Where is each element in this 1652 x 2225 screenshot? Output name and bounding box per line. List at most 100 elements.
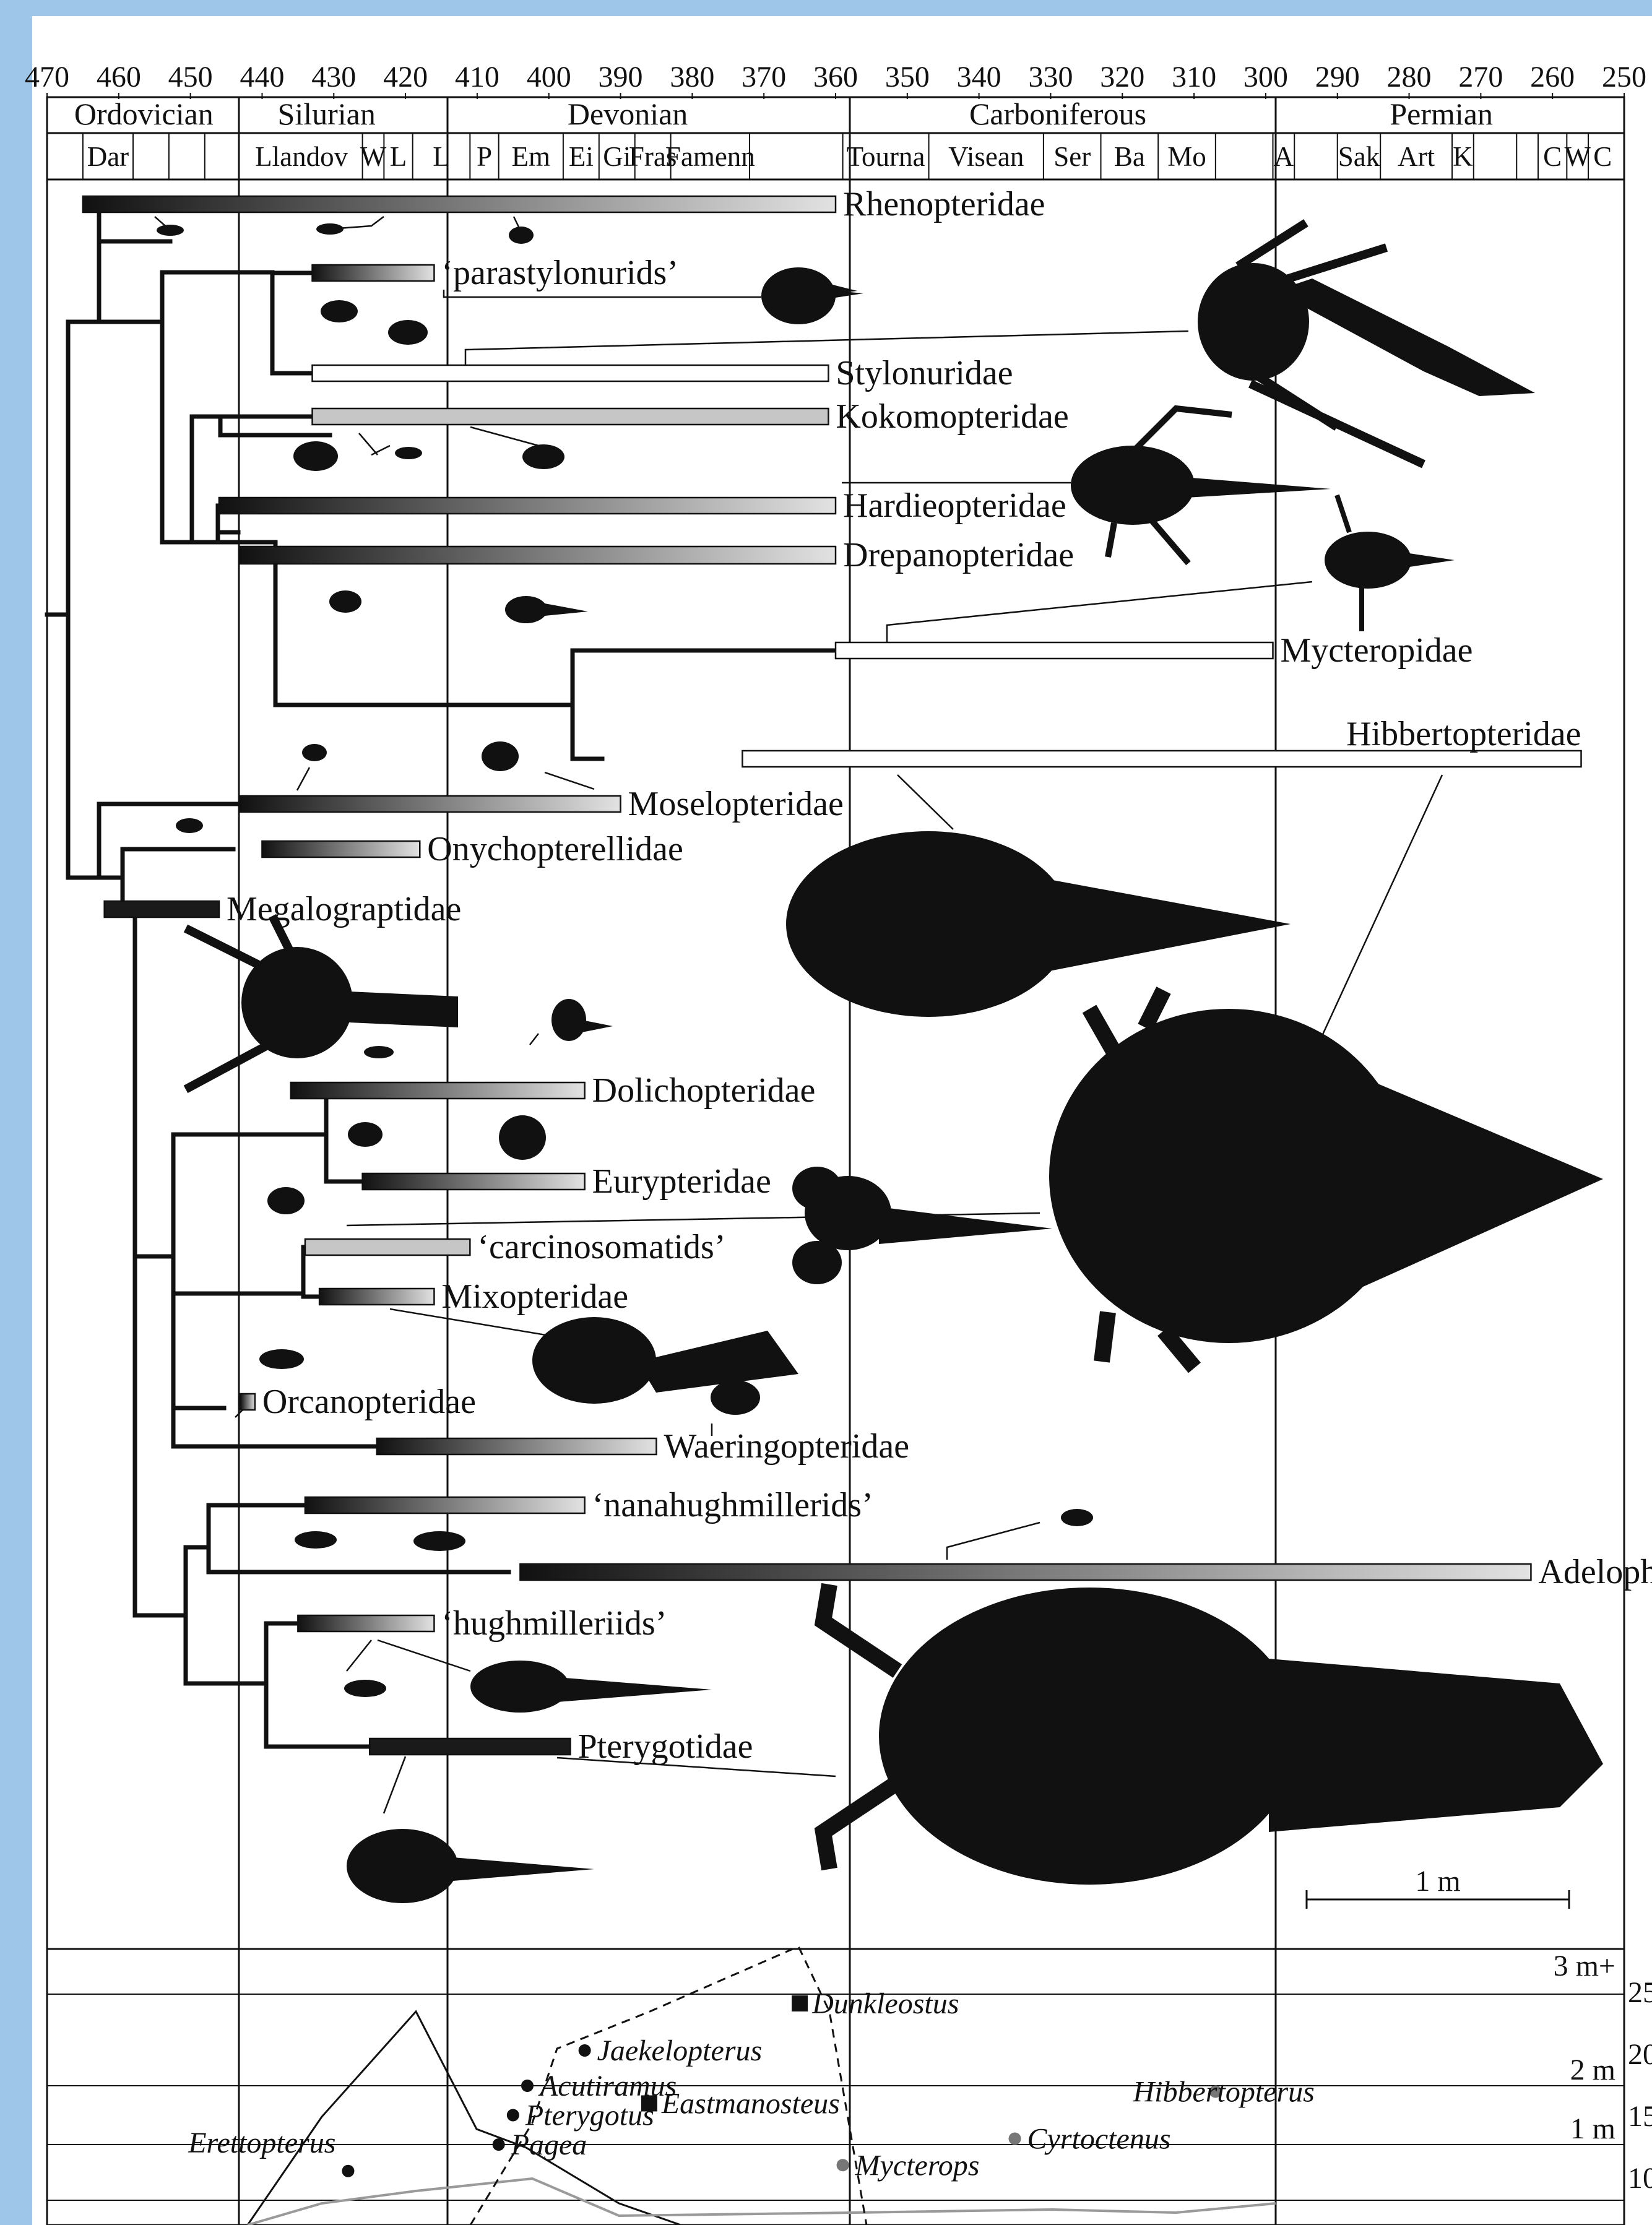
- period-label: Permian: [1390, 97, 1493, 131]
- axis-tick-label: 350: [885, 61, 930, 93]
- axis-tick-label: 300: [1243, 61, 1288, 93]
- taxon-label: Cyrtoctenus: [1027, 2123, 1171, 2156]
- taxon-label: Dunkleostus: [811, 1987, 959, 2020]
- family-range-bar: [313, 408, 829, 425]
- axis-tick-label: 390: [599, 61, 643, 93]
- taxon-marker: [837, 2159, 849, 2171]
- stage-label: W: [360, 141, 387, 172]
- axis-tick-label: 260: [1530, 61, 1575, 93]
- period-label: Ordovician: [74, 97, 214, 131]
- family-label: Moselopteridae: [628, 785, 844, 823]
- taxon-marker: [521, 2080, 534, 2092]
- family-range-bar: [305, 1497, 585, 1513]
- axis-tick-label: 460: [97, 61, 141, 93]
- diversity-tick-label: 25: [1628, 1976, 1652, 2009]
- axis-tick-label: 370: [742, 61, 786, 93]
- stage-label: Tourna: [847, 141, 925, 172]
- family-range-bar: [291, 1082, 585, 1099]
- diversity-tick-label: 20: [1628, 2038, 1652, 2071]
- family-range-bar: [219, 498, 836, 514]
- family-label: ‘nanahughmillerids’: [592, 1486, 873, 1524]
- stage-label: Visean: [948, 141, 1024, 172]
- taxon-marker: [1009, 2133, 1021, 2145]
- family-range-bar: [313, 365, 829, 381]
- axis-tick-label: 280: [1387, 61, 1432, 93]
- stage-label: Llandov: [255, 141, 348, 172]
- stage-label: A: [1274, 141, 1294, 172]
- family-label: Megalograptidae: [227, 890, 461, 928]
- taxon-marker: [493, 2138, 505, 2151]
- taxon-label: Eastmanosteus: [661, 2088, 840, 2120]
- axis-tick-label: 400: [527, 61, 571, 93]
- taxon-label: Jaekelopterus: [597, 2034, 763, 2067]
- axis-tick-label: 380: [670, 61, 714, 93]
- axis-tick-label: 320: [1100, 61, 1144, 93]
- family-range-bar: [377, 1438, 657, 1454]
- family-label: Pterygotidae: [577, 1727, 753, 1766]
- family-label: Eurypteridae: [592, 1162, 771, 1201]
- family-label: Hardieopteridae: [843, 486, 1066, 525]
- taxon-marker: [507, 2109, 519, 2122]
- stage-label: Em: [512, 141, 551, 172]
- taxon-marker: [792, 1995, 808, 2011]
- family-range-bar: [298, 1615, 434, 1631]
- taxon-marker: [342, 2165, 354, 2177]
- family-label: ‘hughmilleriids’: [441, 1604, 667, 1643]
- taxon-label: Erettopterus: [188, 2127, 335, 2159]
- family-range-bar: [241, 1394, 255, 1410]
- family-label: Onychopterellidae: [427, 830, 683, 868]
- axis-tick-label: 330: [1028, 61, 1073, 93]
- family-range-bar: [241, 547, 836, 564]
- family-range-bar: [305, 1239, 470, 1255]
- family-label: Rhenopteridae: [843, 185, 1045, 223]
- axis-tick-label: 340: [957, 61, 1001, 93]
- stage-label: Famenn: [665, 141, 755, 172]
- family-range-bar: [370, 1739, 570, 1755]
- stage-label: Dar: [87, 141, 129, 172]
- axis-tick-label: 310: [1172, 61, 1216, 93]
- stage-label: Ei: [569, 141, 594, 172]
- stage-label: C: [1593, 141, 1612, 172]
- axis-tick-label: 430: [311, 61, 356, 93]
- stage-label: Ser: [1053, 141, 1091, 172]
- size-level-label: 3 m+: [1554, 1950, 1615, 1982]
- stage-label: Sak: [1338, 141, 1380, 172]
- family-label: Mycteropidae: [1280, 631, 1473, 670]
- taxon-label: Pagea: [511, 2128, 587, 2161]
- family-range-bar: [262, 841, 420, 857]
- axis-tick-label: 410: [455, 61, 499, 93]
- family-range-bar: [836, 642, 1273, 659]
- stage-label: P: [477, 141, 492, 172]
- family-label: Waeringopteridae: [664, 1427, 909, 1466]
- stage-label: K: [1453, 141, 1473, 172]
- family-label: Drepanopteridae: [843, 536, 1074, 574]
- taxon-marker: [579, 2044, 591, 2057]
- axis-tick-label: 470: [25, 61, 69, 93]
- axis-tick-label: 440: [240, 61, 284, 93]
- family-range-bar: [105, 901, 219, 917]
- family-range-bar: [241, 796, 621, 812]
- scale-bar-label: 1 m: [1415, 1865, 1460, 1898]
- period-label: Devonian: [568, 97, 688, 131]
- stage-label: L: [390, 141, 407, 172]
- diversity-tick-label: 10: [1628, 2162, 1652, 2195]
- family-label: Dolichopteridae: [592, 1071, 816, 1110]
- family-label: Mixopteridae: [441, 1277, 628, 1316]
- taxon-label: Hibbertopterus: [1133, 2076, 1315, 2109]
- stage-label: W: [1564, 141, 1591, 172]
- period-label: Carboniferous: [969, 97, 1146, 131]
- size-level-label: 1 m: [1570, 2112, 1615, 2145]
- family-range-bar: [363, 1173, 585, 1190]
- family-label: ‘carcinosomatids’: [477, 1228, 725, 1266]
- stage-label: Gi: [603, 141, 631, 172]
- family-label: Orcanopteridae: [262, 1383, 476, 1421]
- size-level-label: 2 m: [1570, 2054, 1615, 2086]
- family-label: Stylonuridae: [836, 354, 1013, 392]
- taxon-label: Pterygotus: [525, 2099, 654, 2132]
- family-range-bar: [319, 1289, 434, 1305]
- stage-label: Mo: [1167, 141, 1206, 172]
- diversity-tick-label: 15: [1628, 2100, 1652, 2133]
- axis-tick-label: 420: [383, 61, 428, 93]
